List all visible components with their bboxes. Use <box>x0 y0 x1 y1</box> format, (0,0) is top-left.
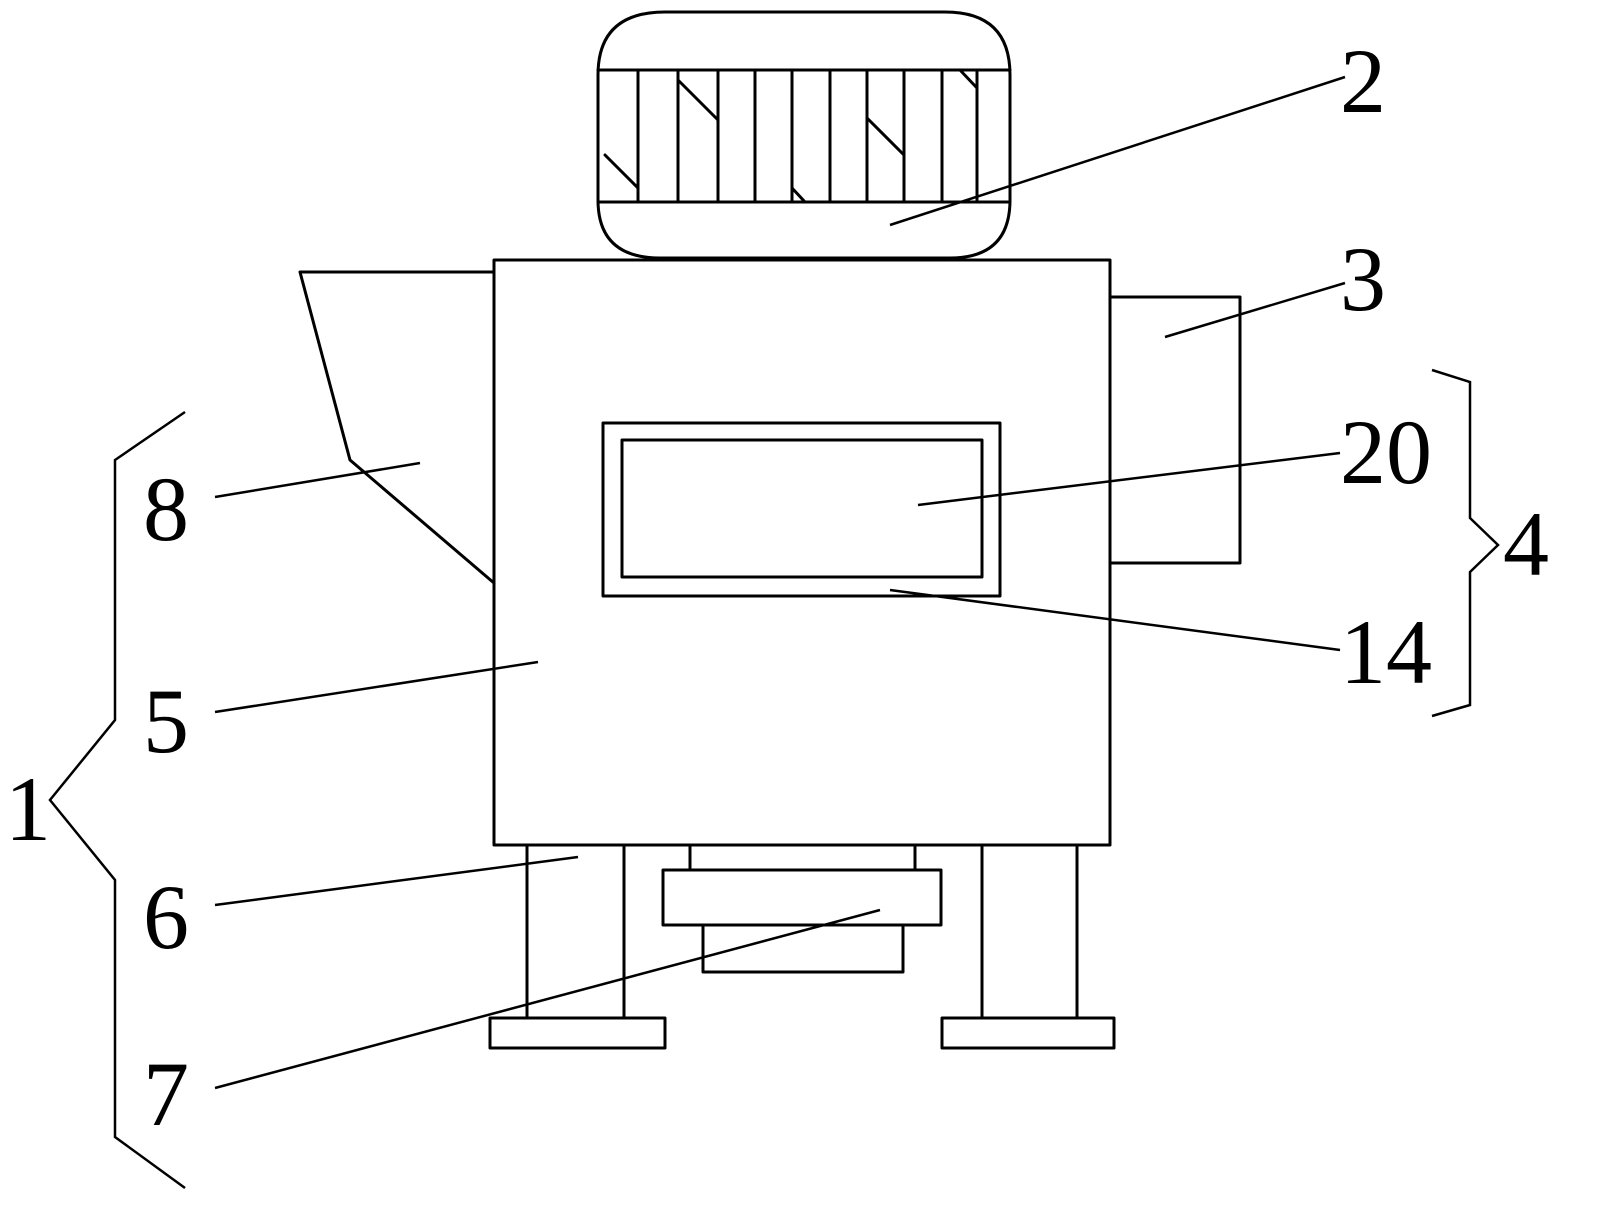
label-8: 8 <box>143 458 189 560</box>
brace-1 <box>48 410 186 1190</box>
label-6: 6 <box>143 866 189 968</box>
side-box <box>1108 295 1242 565</box>
hopper <box>298 270 496 585</box>
label-3: 3 <box>1340 228 1386 330</box>
motor-housing <box>596 10 1012 260</box>
label-1: 1 <box>5 758 51 860</box>
label-20: 20 <box>1340 401 1432 503</box>
label-7: 7 <box>143 1043 189 1145</box>
window <box>601 421 1002 598</box>
main-body <box>492 258 1112 847</box>
label-5: 5 <box>143 670 189 772</box>
label-4: 4 <box>1503 493 1549 595</box>
brace-4 <box>1431 368 1500 718</box>
support-legs <box>488 843 1116 1050</box>
leader-lines <box>214 75 1346 1090</box>
bottom-outlet <box>661 843 943 974</box>
label-14: 14 <box>1340 601 1432 703</box>
label-2: 2 <box>1340 30 1386 132</box>
motor-grille <box>603 68 979 204</box>
